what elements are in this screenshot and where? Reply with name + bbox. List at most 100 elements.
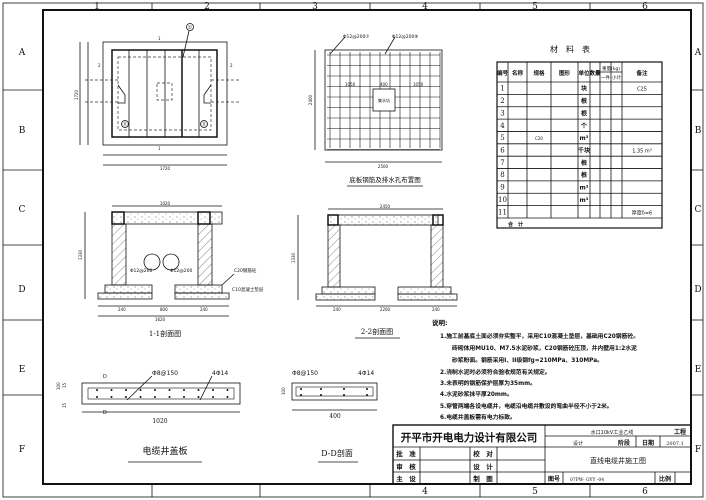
rebar-dot	[226, 389, 229, 391]
dim: 100	[56, 382, 61, 390]
material-no: 1	[500, 85, 504, 93]
material-no: 10	[498, 196, 507, 204]
dim: 240	[200, 307, 208, 312]
plan-view: ① ⑪ ⑪ 1 1 2 2 1720 1720	[74, 23, 240, 171]
table-header: 名称	[512, 69, 524, 77]
table-header: 备注	[635, 69, 648, 77]
note-item: 砖砌体用MU10、M7.5水泥砂浆，C20钢筋砼压顶，井内壁用1:2水泥	[452, 344, 637, 352]
row-label: E	[695, 365, 702, 375]
note-item: 砂浆粉面。钢筋采用I、II级钢fg=210MPa、310MPa。	[451, 356, 603, 364]
section-mark: 1	[158, 36, 161, 41]
rebar-dot	[226, 396, 229, 398]
rebar-dot	[139, 389, 142, 391]
dim-top: 2450	[380, 204, 391, 209]
column-label: 2	[204, 2, 210, 12]
dim: 400	[380, 82, 388, 87]
rebar-dot	[197, 396, 200, 398]
section-2-2-title: 2-2剖面图	[361, 327, 393, 336]
row-label: B	[19, 126, 26, 136]
row-label: E	[19, 365, 26, 375]
column-label: 5	[532, 487, 538, 497]
rebar-dot	[168, 396, 171, 398]
material-no: 11	[498, 208, 507, 216]
dim: 800	[160, 307, 168, 312]
column-label: 1	[94, 2, 100, 12]
column-label: 6	[642, 2, 648, 12]
table-header: 一件	[601, 74, 610, 81]
height-dim: 100	[281, 387, 286, 395]
materials-title: 材 料 表	[550, 44, 590, 54]
rebar-dot	[110, 396, 113, 398]
column-label: 4	[422, 2, 428, 12]
section-1-1: 1020 1330 1620 240 800 240 Φ12@200 Φ12@2…	[78, 201, 264, 338]
dim-total: 1620	[155, 317, 166, 322]
material-no: 6	[500, 147, 505, 155]
width-dim: 2500	[378, 164, 389, 169]
dim: 15	[62, 402, 67, 408]
note-item: 4.水泥砂浆抹平厚20mm。	[440, 390, 513, 398]
rebar-label: 4Φ14	[212, 370, 228, 377]
callout-1: ①	[188, 25, 193, 31]
rebar-dot	[183, 396, 185, 398]
rebar-label: Φ12@200	[170, 268, 192, 274]
material-note: 厚度δ=6	[632, 209, 652, 216]
rebar-dot	[139, 396, 142, 398]
material-unit: m³	[580, 135, 589, 142]
rebar-dot	[125, 396, 127, 398]
note-item: 5.穿管两端各设电缆井，电缆沿电缆井敷设的弯曲半径不小于2米。	[440, 402, 613, 410]
rebar-dot	[110, 389, 113, 391]
date-value: 2007.1	[666, 441, 684, 447]
material-unit: 千块	[578, 147, 591, 155]
table-header: 图形	[559, 69, 571, 77]
row-label: D	[694, 285, 701, 295]
rebar-label: Φ12@200	[130, 268, 152, 274]
material-no: 2	[500, 97, 504, 105]
dim: 240	[432, 307, 440, 312]
dim: 1050	[413, 82, 424, 87]
cover-plate-title: 电缆井盖板	[142, 445, 187, 457]
material-unit: m³	[580, 185, 589, 192]
rebar-dot	[212, 389, 214, 391]
row-label: B	[695, 126, 702, 136]
table-header: 重量(kg)	[602, 65, 620, 72]
row-label: C	[19, 205, 26, 215]
project-name: 水口10kV工业乙线	[591, 429, 634, 436]
role-approve: 批 准	[396, 449, 416, 458]
row-label: F	[19, 445, 25, 455]
total-width-dim: 1720	[160, 166, 171, 171]
notes-heading: 说明:	[432, 318, 448, 327]
table-header: 规格	[533, 69, 545, 77]
stage-label: 阶段	[618, 439, 630, 447]
dim: 240	[118, 307, 126, 312]
material-unit: 个	[580, 122, 588, 130]
section-mark: D	[103, 374, 107, 380]
rebar-dot	[154, 396, 156, 398]
cover-plate: Φ8@150 4Φ14 D D 1020 100 15 15 电缆井盖板	[56, 370, 241, 463]
section-1-1-title: 1-1剖面图	[149, 329, 181, 338]
material-note: C25	[637, 87, 647, 93]
column-label: 3	[312, 2, 318, 12]
length-dim: 1020	[152, 418, 167, 425]
dim-height: 1330	[78, 249, 83, 260]
callout-11: ⑪	[201, 121, 206, 128]
rebar-label: 4Φ14	[358, 370, 374, 377]
material-no: 4	[500, 122, 505, 130]
role-check: 校 对	[473, 449, 493, 458]
note-item: 1.施工前基底土面必须夯实整平，采用C10混凝土垫层，基础用C20钢筋砼。	[440, 332, 639, 340]
material-no: 7	[500, 159, 504, 167]
rebar-dot	[168, 389, 171, 391]
role-draft: 制 图	[473, 474, 493, 483]
base-rebar-plan: Φ12@200⑦ Φ12@200⑧ 集水坑 2500 2400 1050 400…	[308, 34, 443, 187]
drawing-no-label: 图号	[548, 475, 560, 483]
table-header: 编号	[497, 69, 509, 77]
drawing-no: 07PW- GYY -04	[570, 477, 604, 483]
column-label: 4	[422, 487, 428, 497]
table-total-label: 合 计	[507, 221, 523, 228]
scale-label: 比例	[659, 475, 671, 483]
project-suffix: 工程	[674, 428, 686, 436]
material-unit: 根	[581, 97, 587, 105]
rebar-label: Φ12@200⑦	[343, 34, 369, 40]
material-no: 5	[500, 134, 504, 142]
